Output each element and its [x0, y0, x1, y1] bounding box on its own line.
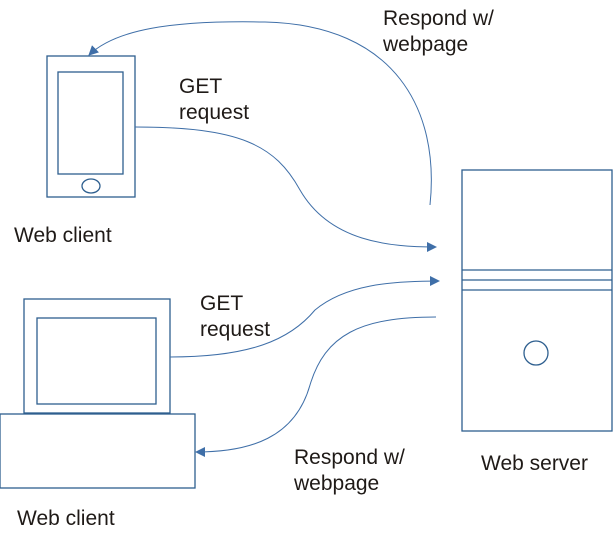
phone-get-line2: request — [179, 101, 250, 124]
server-power-button — [523, 340, 549, 366]
phone-get-request-arrow — [134, 126, 437, 252]
laptop-client-label: Web client — [17, 507, 115, 530]
laptop-get-line2: request — [200, 318, 271, 341]
laptop-respond-line1: Respond w/ — [294, 446, 405, 469]
laptop-get-request-arrow — [169, 276, 440, 358]
phone-get-label: GET request — [179, 74, 249, 126]
server-body — [461, 169, 613, 432]
laptop-get-line1: GET — [200, 292, 244, 315]
computer-screen — [36, 317, 157, 405]
laptop-respond-line2: webpage — [294, 472, 380, 495]
phone-respond-line2: webpage — [383, 33, 469, 56]
phone-icon — [46, 55, 136, 198]
computer-base — [0, 413, 196, 489]
phone-respond-line1: Respond w/ — [383, 7, 494, 30]
phone-get-line1: GET — [179, 75, 223, 98]
phone-respond-label: Respond w/ webpage — [383, 6, 494, 58]
phone-screen — [57, 71, 124, 175]
phone-client-label: Web client — [14, 224, 112, 247]
laptop-get-label: GET request — [200, 291, 270, 343]
server-icon — [461, 169, 613, 432]
computer-icon — [0, 298, 196, 489]
phone-response-arrow — [88, 21, 432, 206]
computer-monitor — [23, 298, 171, 414]
phone-home-button — [81, 178, 101, 194]
phone-body — [46, 55, 136, 198]
laptop-respond-label: Respond w/ webpage — [294, 445, 405, 497]
server-label: Web server — [481, 452, 588, 475]
laptop-response-arrow — [195, 316, 437, 457]
